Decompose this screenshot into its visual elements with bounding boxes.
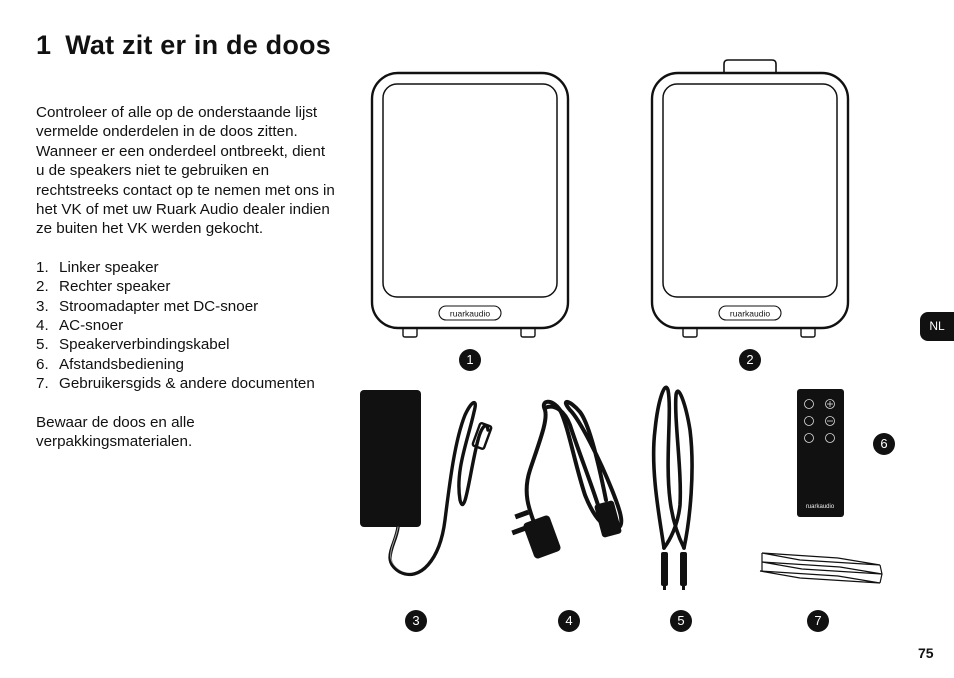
language-tab: NL	[920, 312, 954, 341]
cable-icon	[651, 385, 694, 590]
contents-list: 1.Linker speaker 2.Rechter speaker 3.Str…	[36, 258, 336, 394]
closing-paragraph: Bewaar de doos en alle verpakkingsmateri…	[36, 413, 195, 451]
list-item: 7.Gebruikersgids & andere documenten	[36, 375, 315, 393]
item-number-badge: 3	[405, 610, 427, 632]
body-text: Controleer of alle op de onderstaande li…	[36, 103, 336, 452]
item-number-badge: 4	[558, 610, 580, 632]
list-item: 6.Afstandsbediening	[36, 355, 184, 373]
remote-control-icon: ruarkaudio	[797, 389, 844, 517]
page-number: 75	[918, 645, 934, 661]
ac-cord-icon	[511, 399, 624, 559]
item-number-badge: 6	[873, 433, 895, 455]
list-item: 3.Stroomadapter met DC-snoer	[36, 297, 259, 315]
speaker-icon: ruarkaudio	[650, 59, 850, 338]
list-item: 2.Rechter speaker	[36, 278, 171, 296]
brand-logo: ruarkaudio	[730, 309, 770, 319]
documents-icon	[759, 552, 883, 584]
speaker-icon: ruarkaudio	[370, 71, 570, 338]
brand-logo: ruarkaudio	[450, 309, 490, 319]
remote-brand-logo: ruarkaudio	[806, 504, 835, 510]
item-number-badge: 2	[739, 349, 761, 371]
item-number-badge: 5	[670, 610, 692, 632]
intro-paragraph: Controleer of alle op de onderstaande li…	[36, 104, 335, 238]
item-number-badge: 7	[807, 610, 829, 632]
power-adapter-icon	[360, 390, 493, 576]
list-item: 4.AC-snoer	[36, 317, 124, 335]
list-item: 5.Speakerverbindingskabel	[36, 336, 230, 354]
list-item: 1.Linker speaker	[36, 258, 159, 276]
item-number-badge: 1	[459, 349, 481, 371]
